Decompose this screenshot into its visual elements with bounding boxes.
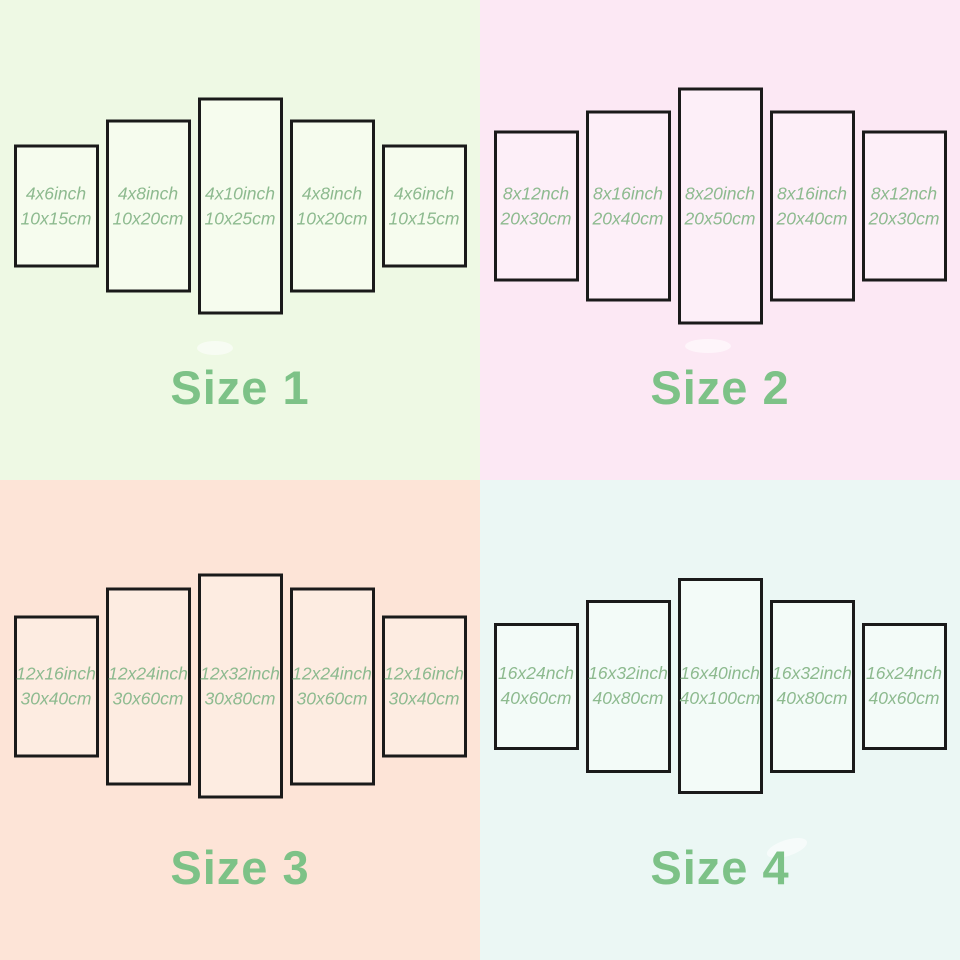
panel-size-cm: 20x30cm <box>868 208 940 228</box>
canvas-panel: 12x24inch 30x60cm <box>105 587 191 785</box>
panel-size-inch: 16x32inch <box>772 663 852 683</box>
panel-size-cm: 40x100cm <box>679 688 761 708</box>
canvas-panel: 16x24nch 40x60cm <box>861 622 947 750</box>
size-title: Size 2 <box>650 361 790 414</box>
canvas-panel: 4x8inch 10x20cm <box>289 119 375 293</box>
quadrant-size-1: 4x6inch 10x15cm 4x8inch 10x20cm 4x10inch… <box>0 0 480 480</box>
canvas-panel: 16x32inch 40x80cm <box>769 599 855 773</box>
panel-size-inch: 4x8inch <box>117 183 179 203</box>
canvas-panel: 4x10inch 10x25cm <box>197 97 283 315</box>
watermark-smudge <box>685 339 731 353</box>
panel-size-cm: 20x40cm <box>776 208 848 228</box>
canvas-panel: 4x6inch 10x15cm <box>381 144 467 268</box>
panel-size-inch: 4x6inch <box>393 183 455 203</box>
panel-size-inch: 8x20inch <box>684 183 756 203</box>
panel-size-cm: 30x40cm <box>388 688 460 708</box>
panel-size-cm: 10x15cm <box>388 208 460 228</box>
panel-size-inch: 4x6inch <box>25 183 87 203</box>
quadrant-size-2: 8x12nch 20x30cm 8x16inch 20x40cm 8x20inc… <box>480 0 960 480</box>
panel-size-cm: 40x60cm <box>500 688 572 708</box>
canvas-panel: 8x12nch 20x30cm <box>493 130 579 282</box>
panel-size-inch: 16x24nch <box>498 663 574 683</box>
panel-size-cm: 20x50cm <box>684 208 756 228</box>
panel-size-cm: 10x20cm <box>112 208 184 228</box>
panel-size-inch: 4x8inch <box>301 183 363 203</box>
canvas-panel: 4x8inch 10x20cm <box>105 119 191 293</box>
panel-size-cm: 30x60cm <box>296 688 368 708</box>
canvas-panel: 16x32inch 40x80cm <box>585 599 671 773</box>
canvas-panel: 8x16inch 20x40cm <box>769 110 855 302</box>
panel-row: 4x6inch 10x15cm 4x8inch 10x20cm 4x10inch… <box>0 97 480 315</box>
panel-size-inch: 16x24nch <box>866 663 942 683</box>
panel-size-inch: 8x12nch <box>870 183 938 203</box>
canvas-panel: 16x40inch 40x100cm <box>677 578 763 794</box>
panel-size-inch: 16x32inch <box>588 663 668 683</box>
panel-size-inch: 12x24inch <box>108 663 188 683</box>
size-title: Size 4 <box>650 841 790 894</box>
panel-size-inch: 12x32inch <box>200 663 280 683</box>
panel-size-inch: 4x10inch <box>204 183 276 203</box>
panel-size-cm: 10x20cm <box>296 208 368 228</box>
panel-size-inch: 16x40inch <box>680 663 760 683</box>
panel-size-cm: 30x60cm <box>112 688 184 708</box>
panel-size-inch: 12x24inch <box>292 663 372 683</box>
panel-size-inch: 8x12nch <box>502 183 570 203</box>
canvas-panel: 12x16inch 30x40cm <box>381 615 467 757</box>
canvas-panel: 8x16inch 20x40cm <box>585 110 671 302</box>
canvas-panel: 12x24inch 30x60cm <box>289 587 375 785</box>
panel-size-cm: 20x40cm <box>592 208 664 228</box>
canvas-panel: 4x6inch 10x15cm <box>13 144 99 268</box>
canvas-panel: 8x12nch 20x30cm <box>861 130 947 282</box>
panel-size-cm: 30x80cm <box>204 688 276 708</box>
panel-size-inch: 12x16inch <box>16 663 96 683</box>
canvas-panel: 12x16inch 30x40cm <box>13 615 99 757</box>
panel-row: 16x24nch 40x60cm 16x32inch 40x80cm 16x40… <box>480 578 960 794</box>
panel-row: 12x16inch 30x40cm 12x24inch 30x60cm 12x3… <box>0 573 480 799</box>
panel-size-cm: 40x60cm <box>868 688 940 708</box>
panel-size-cm: 20x30cm <box>500 208 572 228</box>
panel-size-cm: 10x25cm <box>204 208 276 228</box>
size-title: Size 1 <box>170 361 310 414</box>
size-title: Size 3 <box>170 841 310 894</box>
watermark-smudge <box>197 341 233 355</box>
panel-size-inch: 12x16inch <box>384 663 464 683</box>
panel-size-cm: 10x15cm <box>20 208 92 228</box>
panel-size-cm: 40x80cm <box>776 688 848 708</box>
quadrant-size-3: 12x16inch 30x40cm 12x24inch 30x60cm 12x3… <box>0 480 480 960</box>
panel-size-inch: 8x16inch <box>592 183 664 203</box>
canvas-panel: 16x24nch 40x60cm <box>493 622 579 750</box>
quadrant-size-4: 16x24nch 40x60cm 16x32inch 40x80cm 16x40… <box>480 480 960 960</box>
panel-row: 8x12nch 20x30cm 8x16inch 20x40cm 8x20inc… <box>480 87 960 325</box>
panel-size-cm: 30x40cm <box>20 688 92 708</box>
canvas-panel: 12x32inch 30x80cm <box>197 573 283 799</box>
panel-size-cm: 40x80cm <box>592 688 664 708</box>
panel-size-inch: 8x16inch <box>776 183 848 203</box>
canvas-panel: 8x20inch 20x50cm <box>677 87 763 325</box>
